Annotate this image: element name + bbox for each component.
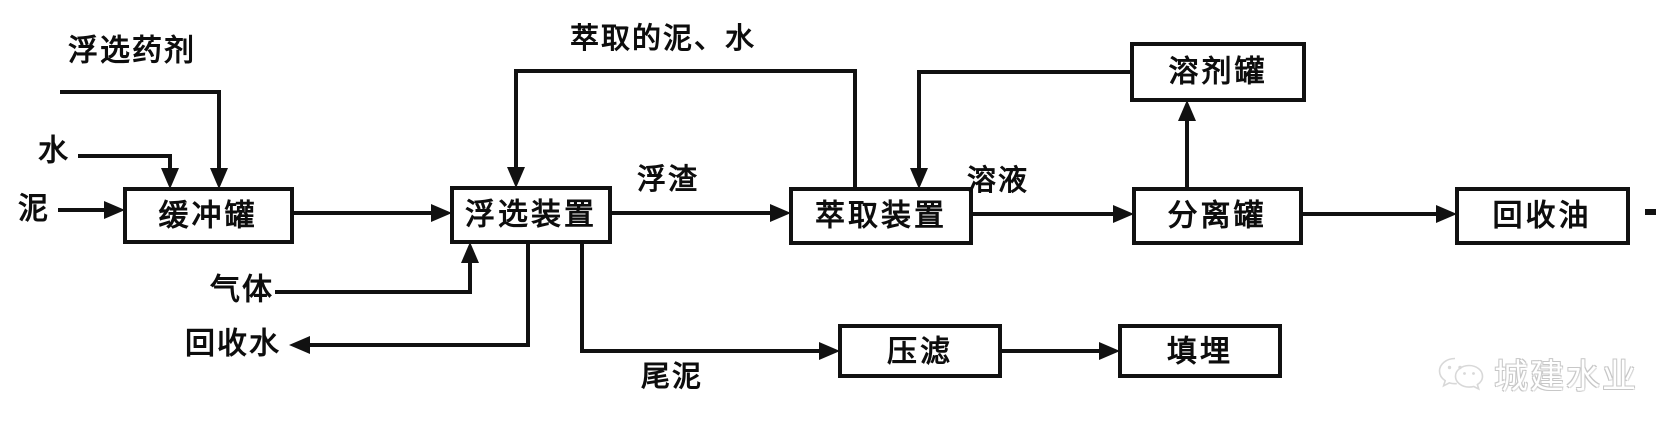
edge-extraction-to-separation (971, 205, 1134, 223)
edge-flotation-to-filterpress (580, 242, 840, 360)
node-flotation-unit[interactable]: 浮选装置 (450, 186, 612, 244)
edge-separation-to-oil (1301, 205, 1457, 223)
edge-flotation-to-recycled-water (289, 242, 530, 354)
edge-extraction-to-flotation-top (507, 69, 857, 189)
edge-water-to-buffer (78, 154, 179, 189)
node-solvent-tank[interactable]: 溶剂罐 (1130, 42, 1306, 102)
node-buffer-tank[interactable]: 缓冲罐 (123, 187, 294, 244)
edge-buffer-to-flotation (292, 204, 452, 222)
node-landfill[interactable]: 填埋 (1118, 324, 1282, 378)
edge-gas-to-flotation (275, 242, 479, 294)
edge-sludge-to-buffer (58, 201, 125, 219)
node-filter-press-label: 压滤 (887, 335, 953, 370)
node-filter-press[interactable]: 压滤 (838, 324, 1002, 378)
label-gas-in: 气体 (210, 273, 274, 308)
label-extracted-sludge-water: 萃取的泥、水 (570, 21, 756, 55)
edge-agent-to-buffer (60, 90, 228, 189)
node-separation-tank[interactable]: 分离罐 (1132, 187, 1303, 245)
edge-stub-right (1645, 209, 1656, 215)
node-recovered-oil-label: 回收油 (1493, 199, 1592, 234)
node-extraction-unit[interactable]: 萃取装置 (789, 187, 973, 245)
node-landfill-label: 填埋 (1167, 335, 1233, 370)
edge-flotation-to-extraction (610, 204, 791, 222)
label-recycled-water: 回收水 (185, 327, 281, 362)
node-extraction-unit-label: 萃取装置 (815, 199, 947, 234)
edge-filterpress-to-landfill (1000, 342, 1120, 360)
label-flotation-agent: 浮选药剂 (68, 34, 196, 69)
node-recovered-oil[interactable]: 回收油 (1455, 187, 1630, 245)
label-tail-sludge: 尾泥 (641, 359, 703, 393)
edge-separation-to-solvent (1178, 100, 1196, 189)
label-float-scum: 浮渣 (637, 162, 699, 196)
node-solvent-tank-label: 溶剂罐 (1169, 55, 1268, 90)
node-buffer-tank-label: 缓冲罐 (159, 199, 258, 234)
label-sludge-in: 泥 (18, 192, 50, 227)
label-solution: 溶液 (967, 163, 1029, 197)
label-water-in: 水 (38, 134, 70, 169)
node-separation-tank-label: 分离罐 (1168, 199, 1267, 234)
edge-solvent-to-extraction (910, 70, 1132, 189)
node-flotation-unit-label: 浮选装置 (465, 198, 597, 233)
